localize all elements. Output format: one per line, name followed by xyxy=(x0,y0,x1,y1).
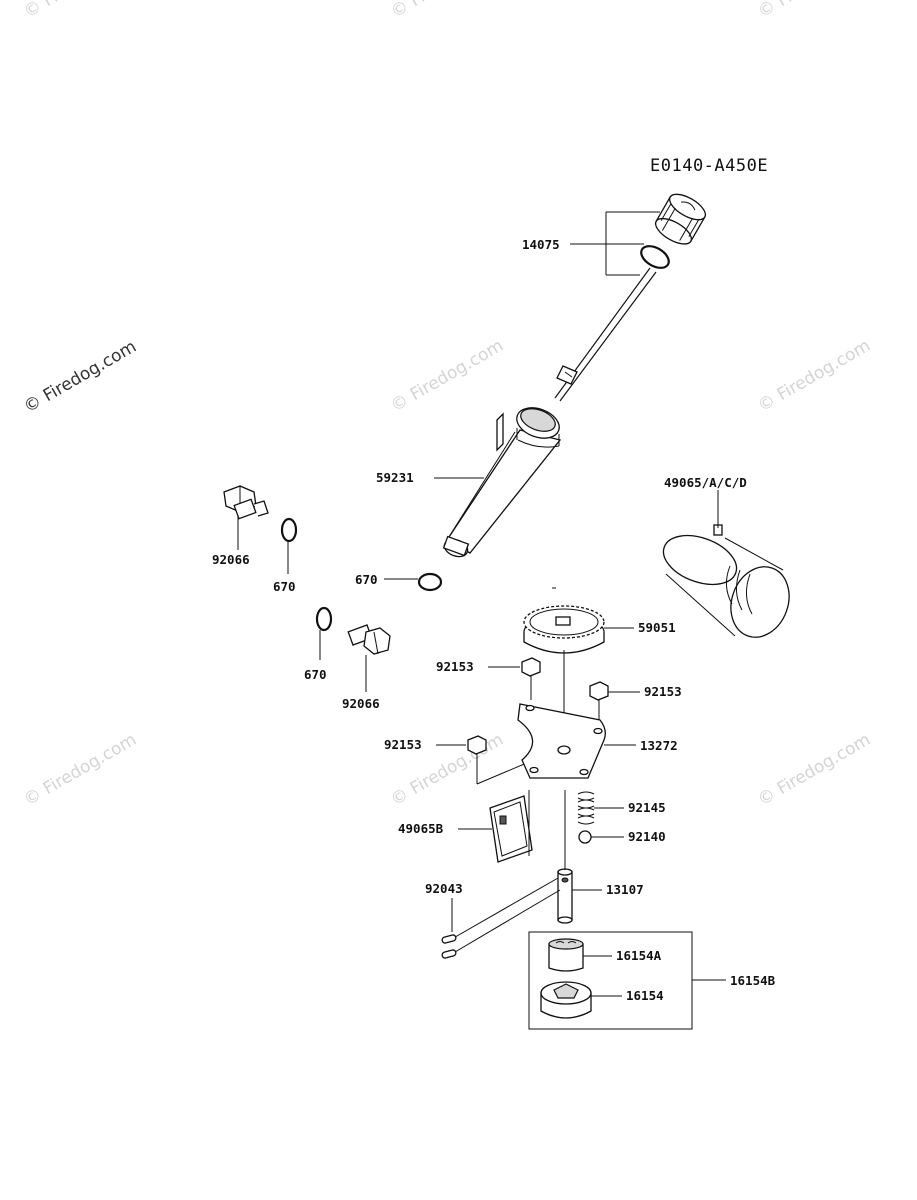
watermark: © Firedog.com xyxy=(388,336,507,417)
check-ball xyxy=(578,830,592,844)
o-ring-icon xyxy=(417,572,443,592)
drain-plug-icon xyxy=(347,624,391,655)
watermarks: © Firedog.com © Firedog.com © Firedog.co… xyxy=(21,0,874,810)
label-59231: 59231 xyxy=(376,470,414,485)
bolt-c xyxy=(467,735,530,785)
label-670-c: 670 xyxy=(304,667,327,682)
label-92066-bottom: 92066 xyxy=(342,696,380,711)
watermark: © Firedog.com xyxy=(755,336,874,417)
spring xyxy=(577,791,595,825)
label-16154b: 16154B xyxy=(730,973,776,988)
label-13107: 13107 xyxy=(606,882,644,897)
label-14075: 14075 xyxy=(522,237,560,252)
pump-cover xyxy=(517,703,606,779)
o-ring-icon xyxy=(315,606,333,632)
label-92153-a: 92153 xyxy=(436,659,474,674)
outer-rotor xyxy=(540,981,592,1019)
bolt-a xyxy=(521,657,541,700)
diagram-code: E0140-A450E xyxy=(650,156,768,176)
label-59051: 59051 xyxy=(638,620,676,635)
watermark-main: © Firedog.com xyxy=(21,337,140,418)
label-92140: 92140 xyxy=(628,829,666,844)
label-49065b: 49065B xyxy=(398,821,444,836)
gear-icon xyxy=(523,605,605,654)
label-92145: 92145 xyxy=(628,800,666,815)
oil-filter-icon xyxy=(662,524,790,638)
label-13272: 13272 xyxy=(640,738,678,753)
label-92153-c: 92153 xyxy=(384,737,422,752)
dipstick-cap-icon xyxy=(554,193,707,402)
bolt-b xyxy=(589,681,609,722)
label-92066-top: 92066 xyxy=(212,552,250,567)
drain-plug-icon xyxy=(223,485,269,520)
label-670-a: 670 xyxy=(355,572,378,587)
watermark: © Firedog.com xyxy=(755,730,874,811)
pins xyxy=(441,877,561,959)
gasket-card xyxy=(489,795,533,863)
watermark: © Firedog.com xyxy=(21,730,140,811)
pump-shaft xyxy=(557,868,573,924)
label-16154: 16154 xyxy=(626,988,664,1003)
o-ring-icon xyxy=(280,517,298,543)
leader-14075 xyxy=(570,211,660,276)
label-16154a: 16154A xyxy=(616,948,662,963)
label-49065acd: 49065/A/C/D xyxy=(664,475,747,490)
inner-rotor xyxy=(548,938,584,972)
watermark: © Firedog.com xyxy=(21,0,140,22)
label-92153-b: 92153 xyxy=(644,684,682,699)
watermark: © Firedog.com xyxy=(388,0,507,22)
filler-tube xyxy=(442,407,562,558)
label-92043: 92043 xyxy=(425,881,463,896)
watermark: © Firedog.com xyxy=(755,0,874,22)
label-670-b: 670 xyxy=(273,579,296,594)
